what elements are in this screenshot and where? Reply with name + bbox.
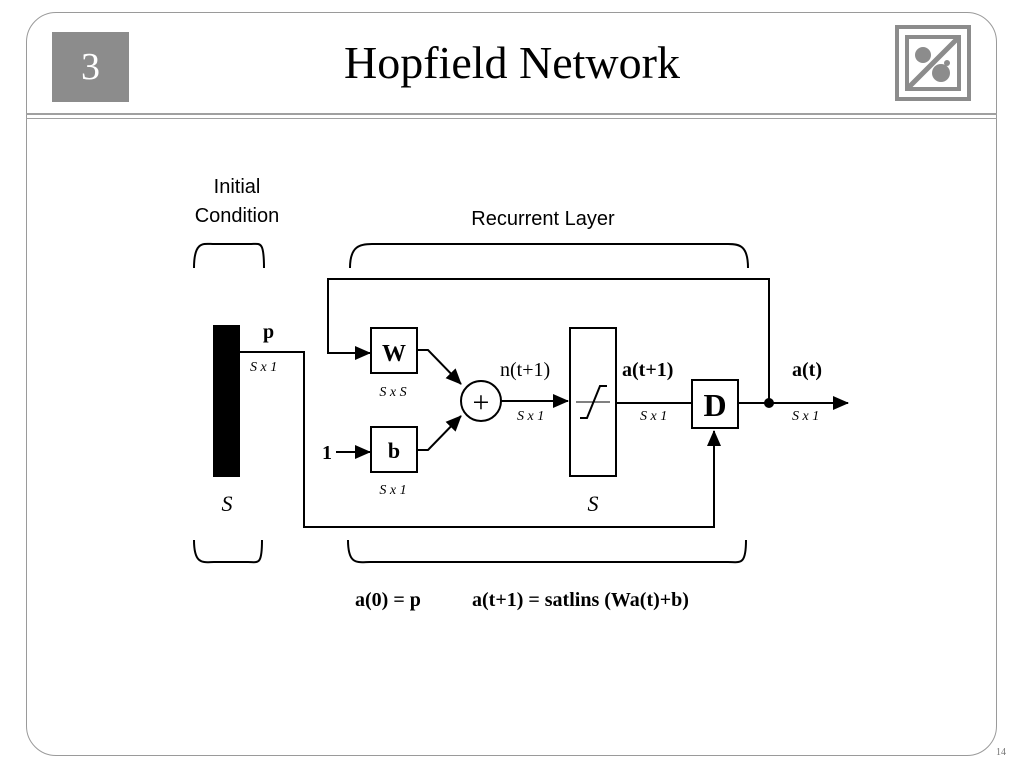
- equation-initial: a(0) = p: [355, 589, 421, 611]
- initial-brace-top: [193, 242, 265, 269]
- summation-symbol: +: [473, 386, 490, 419]
- input-s-label: S: [222, 491, 233, 516]
- input-vector-bar: [213, 325, 240, 477]
- slide-frame: [26, 12, 997, 756]
- branch-dot: [764, 398, 774, 408]
- recurrent-brace-top: [349, 243, 749, 269]
- header-rule: [26, 113, 997, 115]
- header-rule-thin: [26, 118, 997, 119]
- a-next-dim: S x 1: [640, 409, 667, 424]
- bias-label: b: [388, 438, 400, 463]
- feedback-line: [327, 278, 770, 403]
- equation-recurrent: a(t+1) = satlins (Wa(t)+b): [472, 589, 689, 611]
- output-label: a(t): [792, 359, 822, 381]
- recurrent-brace-bottom: [347, 539, 747, 564]
- chapter-number: 3: [81, 46, 100, 88]
- delay-label: D: [703, 387, 726, 423]
- n-dim: S x 1: [517, 409, 544, 424]
- w-to-sum-line: [417, 349, 462, 385]
- b-to-sum-line: [417, 415, 462, 451]
- a-next-label: a(t+1): [622, 359, 673, 381]
- slide-logo-icon: [895, 25, 971, 101]
- input-p-dim: S x 1: [250, 360, 277, 375]
- weight-label: W: [382, 341, 406, 367]
- bias-dim: S x 1: [379, 483, 406, 498]
- bias-box: [370, 426, 418, 473]
- initial-brace-bottom: [193, 539, 263, 564]
- page-number: 14: [996, 747, 1006, 758]
- recurrent-layer-label: Recurrent Layer: [471, 208, 615, 230]
- transfer-s-label: S: [588, 491, 599, 516]
- weight-dim: S x S: [379, 385, 406, 400]
- chapter-badge: 3: [52, 32, 129, 102]
- output-dim: S x 1: [792, 409, 819, 424]
- slide-title: Hopfield Network: [344, 37, 680, 88]
- bias-input-one: 1: [322, 442, 332, 464]
- input-p-label: p: [263, 321, 274, 343]
- initial-condition-label-2: Condition: [195, 205, 280, 227]
- n-label: n(t+1): [500, 359, 550, 381]
- initial-condition-label: Initial: [214, 176, 261, 198]
